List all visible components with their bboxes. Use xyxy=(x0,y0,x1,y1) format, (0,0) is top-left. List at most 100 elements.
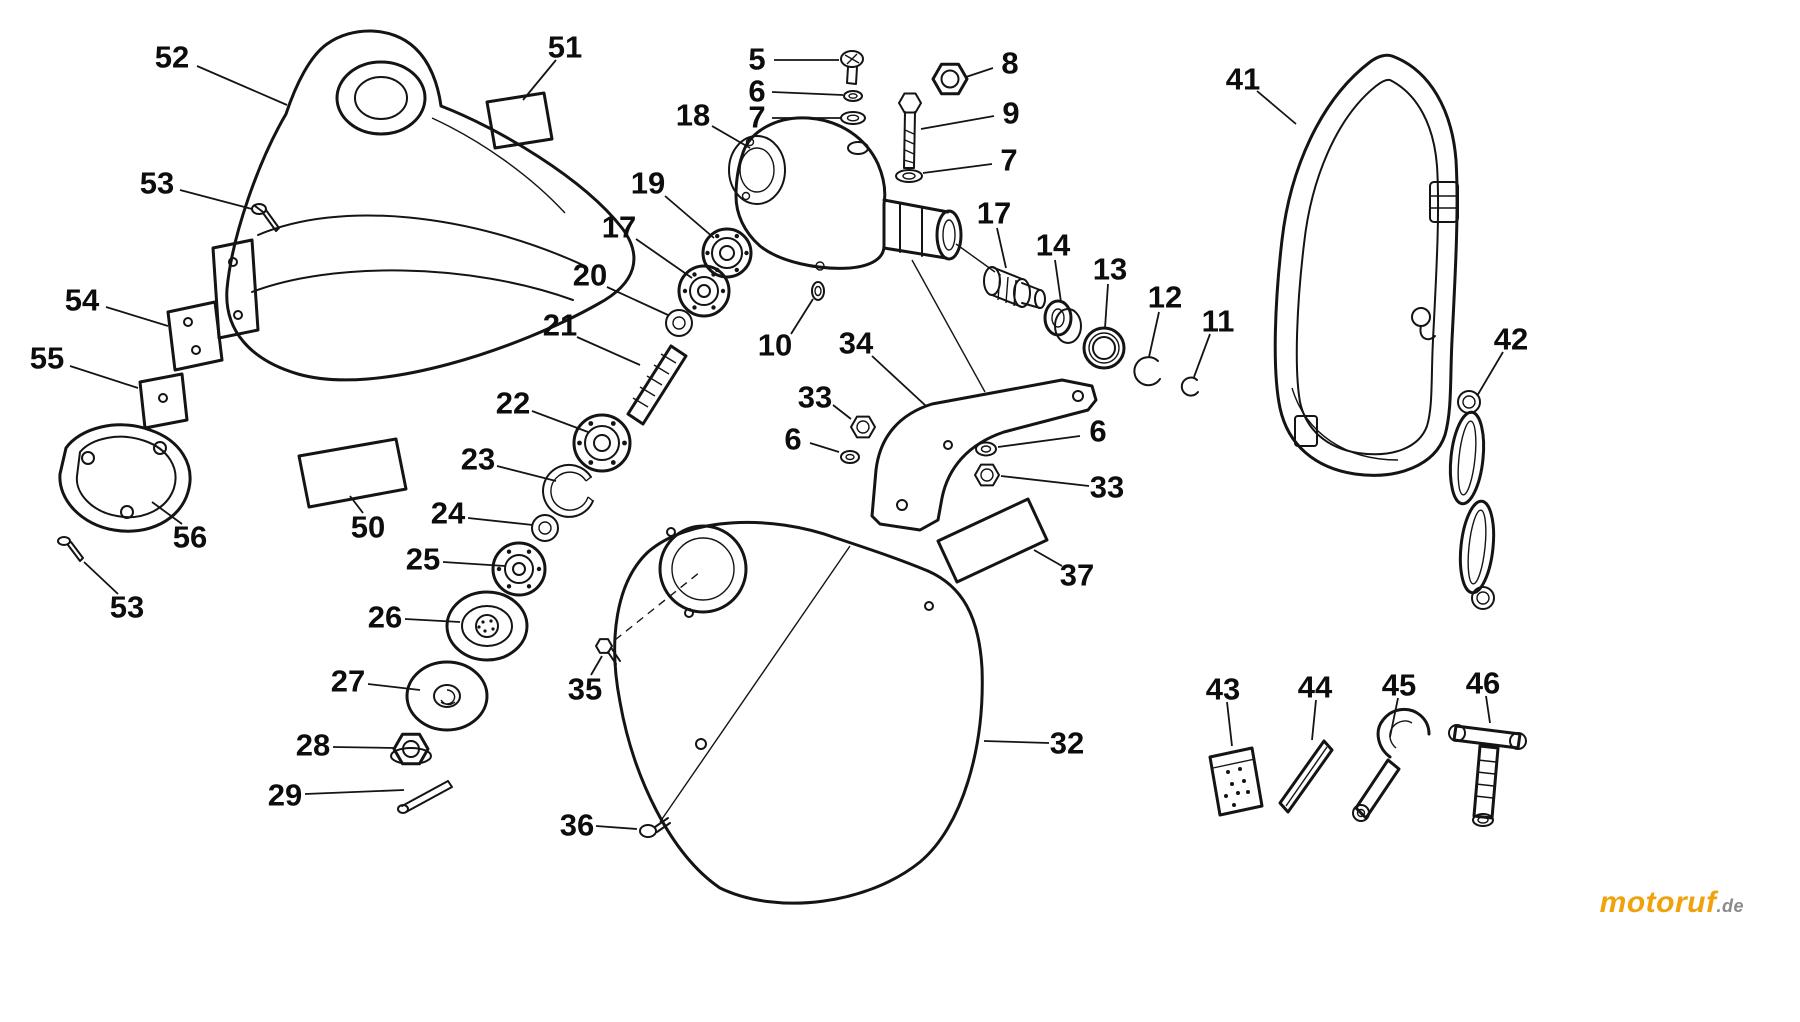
debris-guard xyxy=(211,29,636,382)
part-label-35: 35 xyxy=(568,672,602,707)
leader-line-43 xyxy=(1226,701,1233,747)
part-label-52: 52 xyxy=(155,40,189,75)
part-label-55: 55 xyxy=(30,341,64,376)
leader-line-8 xyxy=(965,67,994,78)
leader-line-26 xyxy=(404,618,461,623)
part-label-5: 5 xyxy=(748,42,765,77)
leader-line-54 xyxy=(105,306,169,327)
leader-line-22 xyxy=(531,410,589,433)
leader-line-11 xyxy=(1193,333,1211,378)
part-label-19: 19 xyxy=(631,166,665,201)
shield-plate xyxy=(595,520,984,905)
part-label-42: 42 xyxy=(1494,322,1528,357)
part-label-27: 27 xyxy=(331,664,365,699)
leader-line-27 xyxy=(367,683,421,691)
shoulder-harness xyxy=(1273,53,1459,477)
leader-line-53 xyxy=(179,189,253,210)
part-label-11: 11 xyxy=(1202,304,1235,339)
part-label-37: 37 xyxy=(1060,558,1094,593)
guard-mount-hardware xyxy=(57,203,280,562)
part-label-12: 12 xyxy=(1148,280,1182,315)
part-label-21: 21 xyxy=(543,308,577,343)
part-label-53: 53 xyxy=(140,166,174,201)
part-label-33: 33 xyxy=(1090,470,1124,505)
part-label-56: 56 xyxy=(173,520,207,555)
leader-line-32 xyxy=(983,740,1050,744)
part-label-8: 8 xyxy=(1001,46,1018,81)
side-shaft-parts xyxy=(983,266,1199,397)
leader-line-9 xyxy=(920,115,995,130)
part-label-54: 54 xyxy=(65,283,100,318)
leader-line-37 xyxy=(1033,549,1063,567)
leader-line-23 xyxy=(496,465,557,482)
part-label-36: 36 xyxy=(560,808,594,843)
leader-line-55 xyxy=(69,365,139,389)
leader-line-7 xyxy=(922,163,993,174)
part-label-9: 9 xyxy=(1002,96,1019,131)
part-label-7: 7 xyxy=(748,100,765,135)
part-label-51: 51 xyxy=(548,30,582,65)
leader-line-42 xyxy=(1476,351,1504,397)
leader-line-6 xyxy=(997,435,1081,448)
leader-line-56 xyxy=(151,501,183,525)
leader-line-53 xyxy=(83,561,119,595)
part-label-32: 32 xyxy=(1050,726,1084,761)
leader-line-50 xyxy=(349,495,364,514)
leader-line-6 xyxy=(809,442,840,453)
part-label-18: 18 xyxy=(676,98,710,133)
leader-line-6 xyxy=(771,91,844,96)
watermark-logo: motoruf.de xyxy=(1600,886,1744,920)
leader-line-29 xyxy=(304,789,405,795)
leader-line-17 xyxy=(996,227,1007,269)
part-label-43: 43 xyxy=(1206,672,1240,707)
watermark-brand: motoruf xyxy=(1599,886,1717,919)
leader-line-19 xyxy=(664,195,715,239)
part-label-28: 28 xyxy=(296,728,330,763)
lanyard-links xyxy=(1448,390,1496,610)
part-label-25: 25 xyxy=(406,542,440,577)
leader-line-21 xyxy=(576,336,641,366)
leader-line-28 xyxy=(332,746,397,749)
decal-37 xyxy=(936,497,1049,584)
leader-line-44 xyxy=(1311,699,1317,741)
hanger-bracket xyxy=(840,378,1098,532)
decal-50 xyxy=(297,437,408,509)
leader-lines-layer xyxy=(69,59,1504,830)
part-label-45: 45 xyxy=(1382,668,1416,703)
part-label-53: 53 xyxy=(110,590,144,625)
part-label-17: 17 xyxy=(602,210,636,245)
part-label-6: 6 xyxy=(748,74,765,109)
part-label-24: 24 xyxy=(431,496,466,531)
leader-line-20 xyxy=(606,286,669,316)
leader-line-33 xyxy=(832,404,852,420)
leader-line-10 xyxy=(790,298,814,335)
leader-line-36 xyxy=(595,825,638,830)
leader-line-52 xyxy=(196,65,288,106)
leader-line-13 xyxy=(1104,283,1109,329)
leader-line-34 xyxy=(871,355,927,407)
part-label-6: 6 xyxy=(1089,414,1106,449)
watermark-tld: .de xyxy=(1716,896,1744,916)
part-label-10: 10 xyxy=(758,328,792,363)
leader-line-46 xyxy=(1485,695,1491,724)
part-label-20: 20 xyxy=(573,258,607,293)
part-label-23: 23 xyxy=(461,442,495,477)
decal-51 xyxy=(485,91,554,150)
leader-line-33 xyxy=(1000,475,1090,487)
part-label-6: 6 xyxy=(784,422,801,457)
leader-line-25 xyxy=(442,561,506,567)
output-shaft-stack xyxy=(390,227,753,814)
leader-line-14 xyxy=(1054,259,1062,303)
part-label-33: 33 xyxy=(798,380,832,415)
part-label-41: 41 xyxy=(1226,62,1260,97)
part-label-34: 34 xyxy=(839,326,874,361)
leader-line-17 xyxy=(635,238,693,279)
part-label-7: 7 xyxy=(1000,143,1017,178)
fastener-set-top xyxy=(811,50,969,301)
part-label-13: 13 xyxy=(1093,252,1127,287)
part-label-22: 22 xyxy=(496,386,530,421)
part-label-50: 50 xyxy=(351,510,385,545)
